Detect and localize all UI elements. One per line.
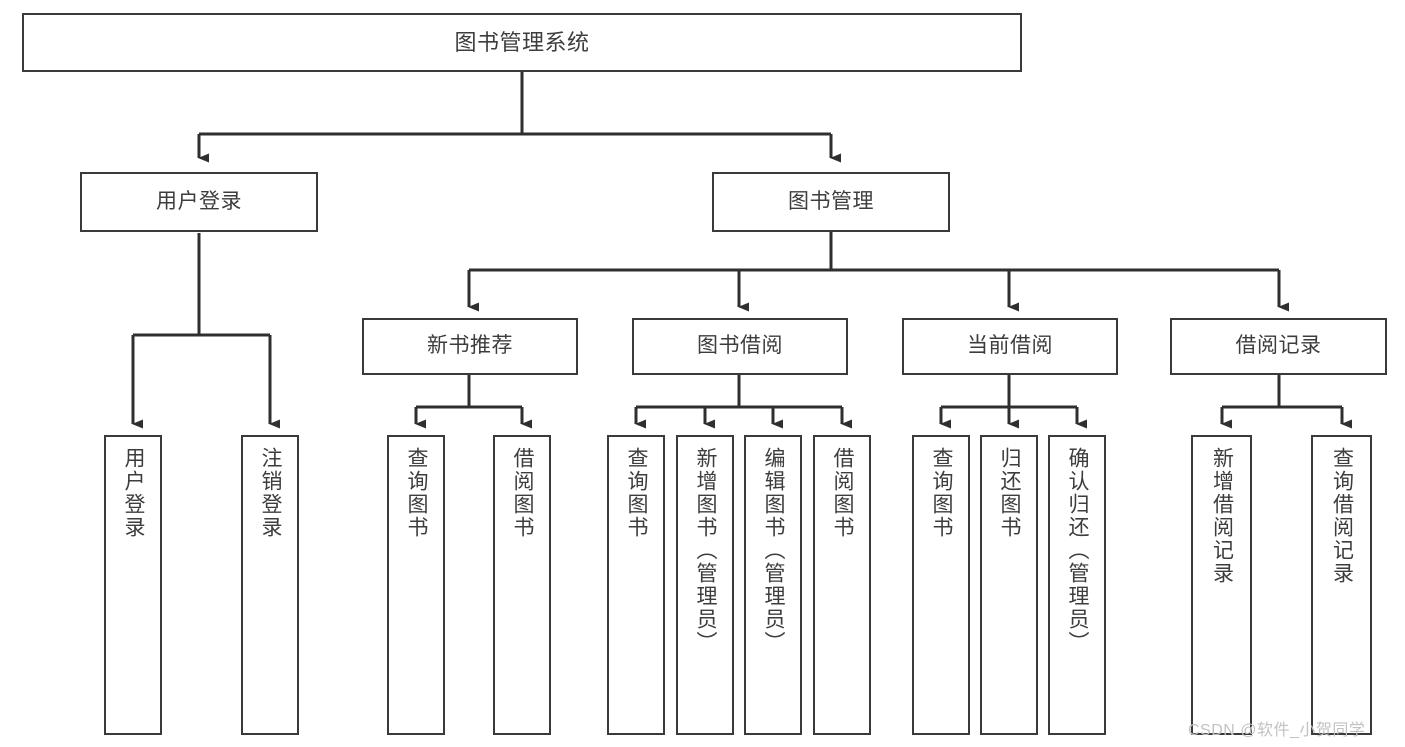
node-label: 借阅记录 — [1235, 334, 1322, 358]
node-label: 借阅图书 — [831, 447, 855, 539]
node-label: 查询图书 — [625, 447, 649, 539]
node-book-borrow[interactable]: 图书借阅 — [632, 318, 848, 375]
node-borrow-record[interactable]: 借阅记录 — [1170, 318, 1387, 375]
node-leaf-user-login[interactable]: 用户登录 — [104, 435, 162, 735]
node-label: 归还图书 — [998, 447, 1022, 539]
node-leaf-borrow-book-2[interactable]: 借阅图书 — [813, 435, 871, 735]
node-leaf-borrow-book-1[interactable]: 借阅图书 — [493, 435, 551, 735]
node-label: 注销登录 — [259, 447, 283, 539]
node-leaf-edit-book-admin[interactable]: 编辑图书（管理员） — [744, 435, 802, 735]
node-label: 查询图书 — [405, 447, 429, 539]
node-leaf-add-book-admin[interactable]: 新增图书（管理员） — [676, 435, 734, 735]
node-leaf-confirm-return-admin[interactable]: 确认归还（管理员） — [1048, 435, 1106, 735]
node-leaf-query-book-1[interactable]: 查询图书 — [387, 435, 445, 735]
node-label: 图书管理 — [788, 189, 874, 213]
node-label: 编辑图书（管理员） — [762, 447, 786, 654]
node-label: 新增借阅记录 — [1210, 447, 1234, 585]
node-new-book-recommend[interactable]: 新书推荐 — [362, 318, 578, 375]
node-label: 当前借阅 — [967, 334, 1053, 358]
node-leaf-query-borrow-record[interactable]: 查询借阅记录 — [1311, 435, 1372, 735]
node-label: 查询借阅记录 — [1330, 447, 1354, 585]
node-root-system[interactable]: 图书管理系统 — [22, 13, 1022, 72]
node-label: 图书借阅 — [697, 334, 783, 358]
csdn-watermark: CSDN @软件_小贺同学 — [1188, 722, 1366, 739]
node-label: 确认归还（管理员） — [1066, 447, 1090, 654]
node-leaf-return-book[interactable]: 归还图书 — [980, 435, 1038, 735]
node-leaf-query-book-2[interactable]: 查询图书 — [607, 435, 665, 735]
node-user-login[interactable]: 用户登录 — [80, 172, 318, 232]
node-label: 查询图书 — [930, 447, 954, 539]
node-label: 新增图书（管理员） — [694, 447, 718, 654]
node-label: 用户登录 — [156, 189, 242, 213]
node-label: 用户登录 — [122, 447, 146, 539]
node-label: 借阅图书 — [511, 447, 535, 539]
node-leaf-query-book-3[interactable]: 查询图书 — [912, 435, 970, 735]
node-label: 新书推荐 — [427, 334, 513, 358]
node-label: 图书管理系统 — [454, 29, 590, 55]
node-current-borrow[interactable]: 当前借阅 — [902, 318, 1118, 375]
node-leaf-logout-login[interactable]: 注销登录 — [241, 435, 299, 735]
node-book-management[interactable]: 图书管理 — [712, 172, 950, 232]
node-leaf-add-borrow-record[interactable]: 新增借阅记录 — [1191, 435, 1252, 735]
